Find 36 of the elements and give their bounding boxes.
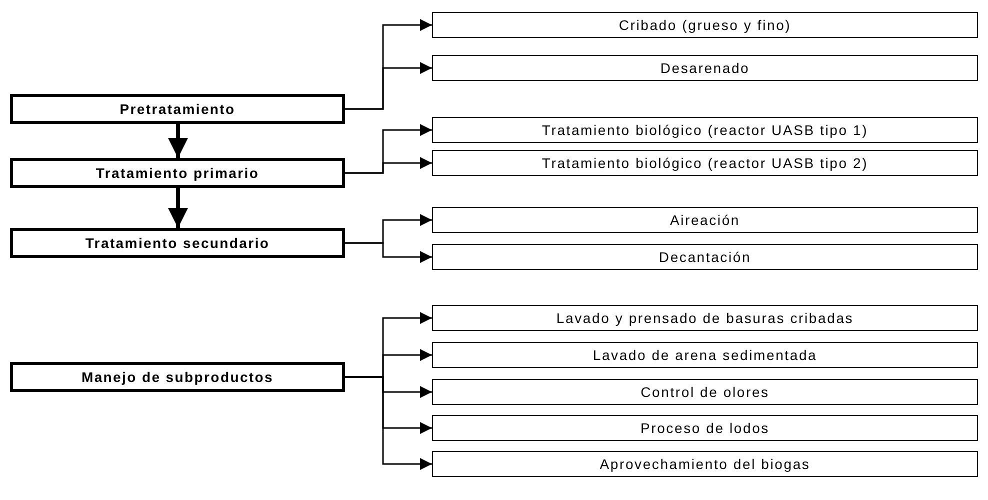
box-label: Aireación [670, 212, 740, 228]
box-label: Aprovechamiento del biogas [600, 456, 810, 472]
arrow [345, 62, 432, 110]
box-label: Pretratamiento [120, 101, 236, 117]
box-label: Desarenado [660, 60, 750, 76]
process-box [432, 150, 978, 176]
box-label: Decantación [658, 249, 752, 265]
box-label: Tratamiento biológico (reactor UASB tipo 2) [542, 155, 868, 171]
arrow [345, 242, 432, 263]
process-box [432, 451, 978, 477]
process-box [432, 415, 978, 441]
box-label: Tratamiento primario [96, 165, 260, 181]
box-label: Tratamiento secundario [85, 235, 270, 251]
stage-box [10, 94, 345, 124]
box-label: Cribado (grueso y fino) [618, 17, 792, 33]
box-label: Lavado de arena sedimentada [592, 347, 818, 363]
arrow [345, 376, 432, 470]
box-label: Manejo de subproductos [81, 369, 274, 385]
stage-box [10, 158, 345, 188]
process-box [432, 117, 978, 143]
process-box [432, 244, 978, 270]
box-label: Control de olores [640, 384, 770, 400]
process-box [432, 342, 978, 368]
box-label: Lavado y prensado de basuras cribadas [556, 310, 854, 326]
process-box [432, 55, 978, 81]
box-label: Proceso de lodos [640, 420, 770, 436]
process-box [432, 207, 978, 233]
arrow [168, 124, 188, 158]
arrow [168, 188, 188, 228]
stage-box [10, 228, 345, 258]
box-label: Tratamiento biológico (reactor UASB tipo 1) [542, 122, 868, 138]
process-box [432, 379, 978, 405]
arrow [345, 157, 432, 174]
process-box [432, 305, 978, 331]
process-box [432, 12, 978, 38]
stage-box [10, 362, 345, 392]
